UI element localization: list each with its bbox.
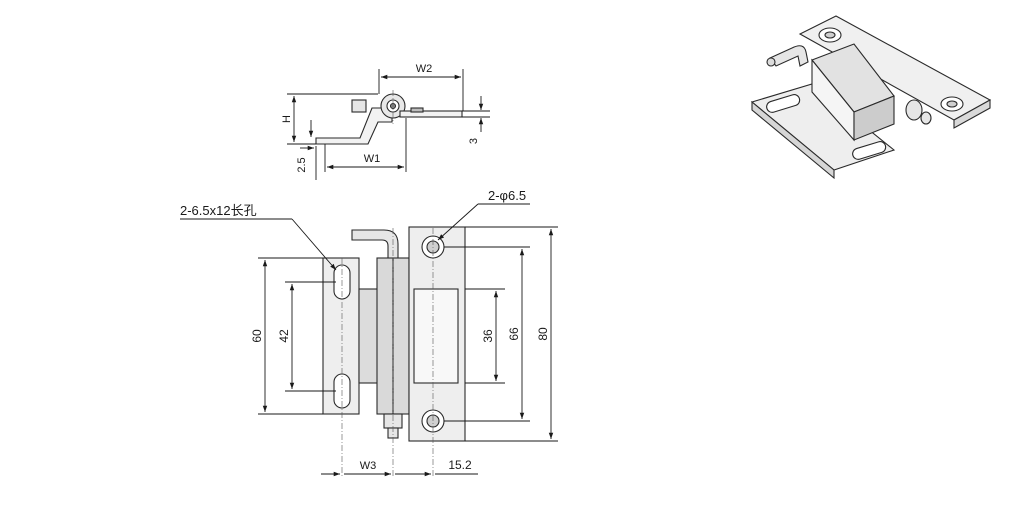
- dim-w1: W1: [324, 118, 407, 172]
- dim-66: 66: [444, 246, 530, 422]
- dim-w2: W2: [378, 63, 464, 111]
- dim-offset: 2.5: [296, 120, 317, 180]
- note-holes: 2-φ6.5: [437, 188, 530, 241]
- dim-80: 80: [465, 226, 558, 442]
- label-offset: 2.5: [296, 157, 308, 172]
- note-slots: 2-6.5x12长孔: [180, 203, 337, 271]
- label-66: 66: [507, 327, 521, 341]
- label-h: H: [281, 115, 293, 123]
- label-w2: W2: [416, 63, 433, 75]
- dim-15-2: 15.2: [395, 458, 478, 477]
- pin-handle: [351, 229, 399, 263]
- front-view: 2-6.5x12长孔 2-φ6.5 60 42: [180, 188, 558, 478]
- label-60: 60: [250, 329, 264, 343]
- label-w1: W1: [364, 153, 381, 165]
- label-42: 42: [277, 329, 291, 343]
- isometric-hinge-icon: [750, 15, 992, 180]
- side-profile: [315, 90, 463, 145]
- dim-60: 60: [250, 257, 323, 415]
- label-hole-note: 2-φ6.5: [488, 188, 526, 203]
- label-36: 36: [481, 329, 495, 343]
- top-view: W2 H 3 W1 2.5: [281, 63, 490, 180]
- dim-36: 36: [465, 288, 505, 384]
- right-leaf-window: [413, 288, 459, 384]
- dim-thickness: 3: [462, 96, 490, 144]
- label-80: 80: [536, 327, 550, 341]
- dim-w3: W3: [321, 460, 391, 477]
- dim-h: H: [281, 93, 378, 145]
- dim-42: 42: [277, 281, 336, 392]
- label-15-2: 15.2: [448, 458, 472, 472]
- label-slot-note: 2-6.5x12长孔: [180, 203, 257, 218]
- label-w3: W3: [360, 460, 377, 472]
- label-thickness: 3: [468, 138, 480, 144]
